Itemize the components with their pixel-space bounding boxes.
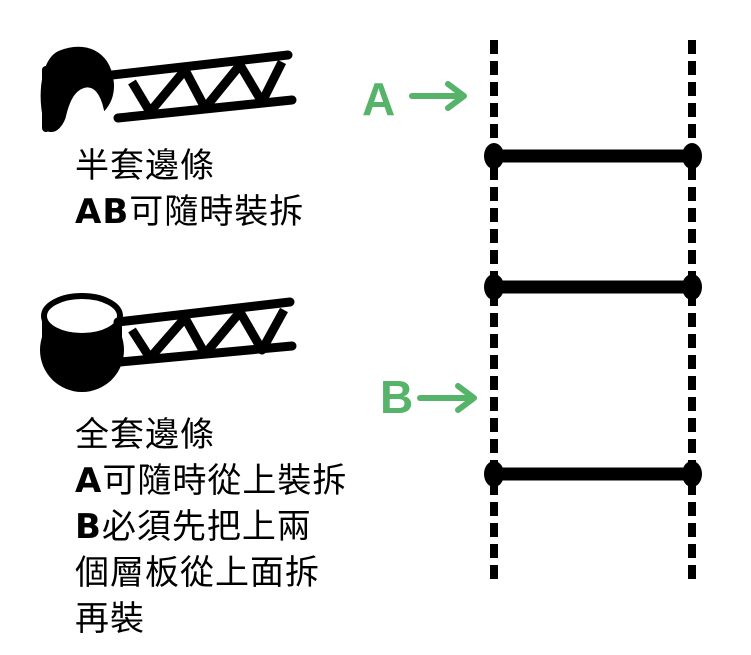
full-cover-clip-icon [40, 293, 297, 392]
full-cover-note-b-text: 必須先把上兩 [101, 507, 312, 547]
full-cover-note-b-cont: 個層板從上面拆 [75, 553, 320, 593]
marker-a-label: A [362, 73, 396, 125]
full-cover-note-b: B必須先把上兩 [75, 504, 347, 550]
half-cover-note: AB可隨時裝拆 [75, 189, 304, 235]
full-cover-note-a-text: 可隨時從上裝拆 [102, 461, 348, 501]
shelf-bar-top [484, 143, 702, 169]
half-cover-note-prefix: AB [75, 192, 130, 232]
arrow-a-icon [409, 81, 467, 111]
full-cover-note-b-end: 再裝 [75, 599, 145, 639]
full-cover-title: 全套邊條 [75, 415, 215, 455]
arrow-b-icon [417, 383, 477, 413]
shelf-bar-bottom [484, 461, 702, 487]
half-cover-note-text: 可隨時裝拆 [129, 192, 305, 232]
full-cover-note-b-prefix: B [75, 507, 102, 547]
full-cover-caption: 全套邊條 A可隨時從上裝拆 B必須先把上兩 個層板從上面拆 再裝 [75, 412, 347, 642]
shelf-ladder-diagram [484, 40, 702, 580]
shelf-bar-middle [484, 274, 702, 300]
half-cover-clip-icon [40, 46, 297, 132]
half-cover-caption: 半套邊條 AB可隨時裝拆 [75, 143, 304, 235]
full-cover-note-a: A可隨時從上裝拆 [75, 458, 347, 504]
marker-b-label: B [380, 371, 414, 423]
full-cover-note-a-prefix: A [75, 461, 103, 501]
half-cover-title: 半套邊條 [75, 146, 215, 186]
